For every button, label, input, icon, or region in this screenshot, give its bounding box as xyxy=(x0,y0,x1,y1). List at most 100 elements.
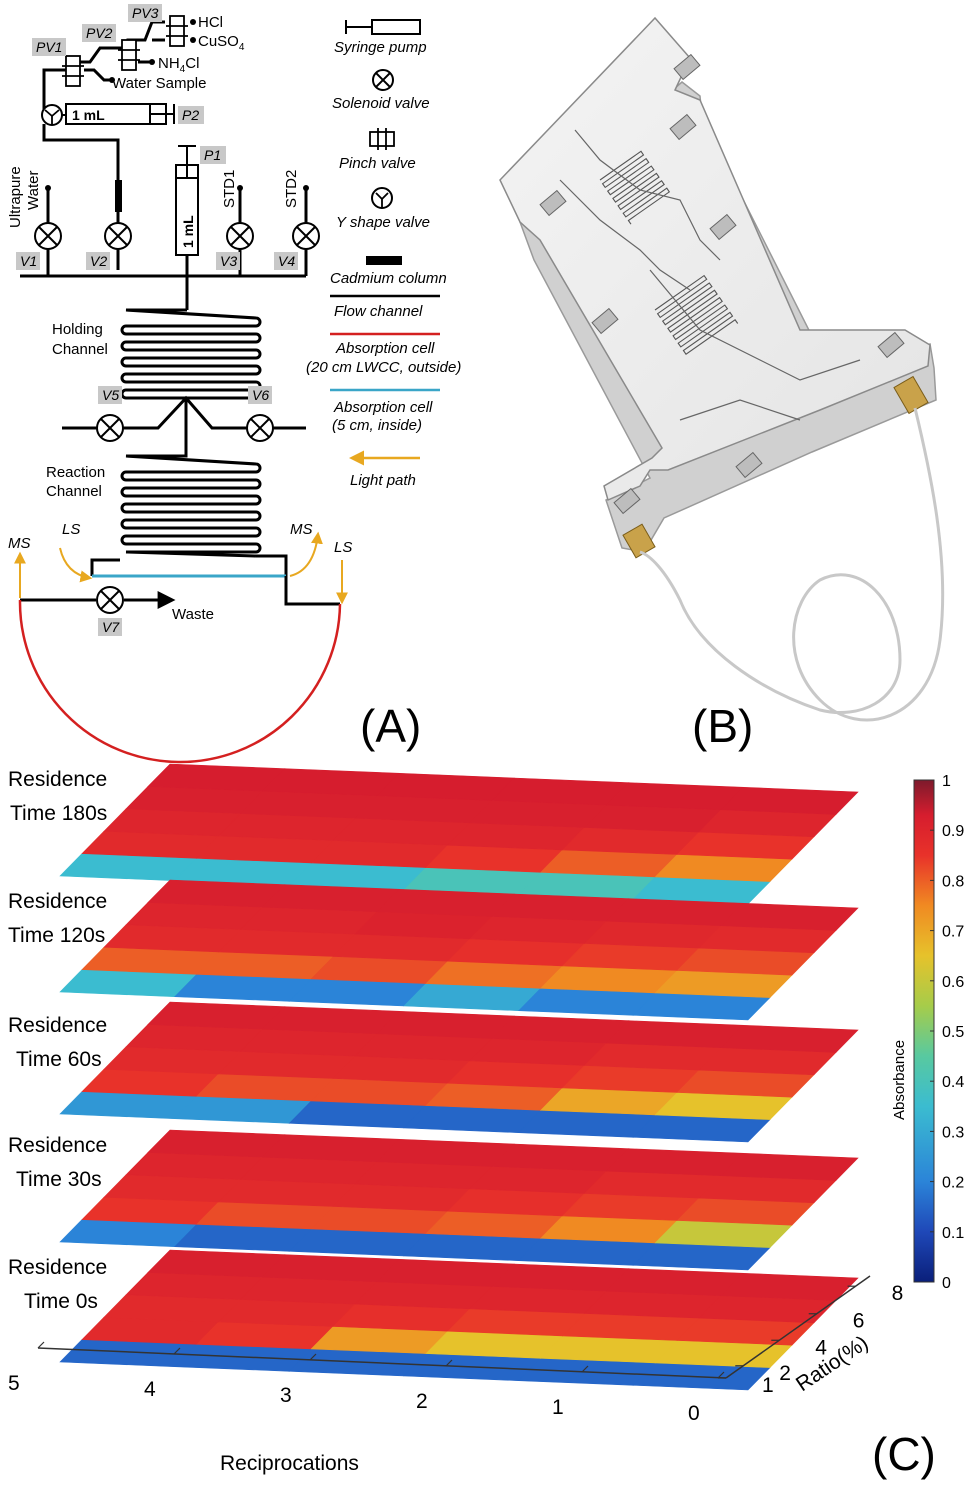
layer-label-line1: Residence xyxy=(8,1256,107,1279)
colorbar-tick-label: 0.6 xyxy=(942,974,964,991)
label-hcl: HCl xyxy=(198,14,223,31)
pinch-valve-pv2 xyxy=(118,39,140,71)
label-nh4cl: NH4Cl xyxy=(158,55,199,75)
heatmap-cell xyxy=(491,1263,630,1292)
label-ms-right: MS xyxy=(290,521,313,538)
x-tick-mark xyxy=(37,1341,45,1349)
heatmap-cell xyxy=(376,1010,515,1039)
tag-v1: V1 xyxy=(20,253,37,269)
holding-channel-serpentine xyxy=(120,308,262,400)
label-holding: Holding xyxy=(52,321,103,338)
colorbar-tick-label: 0.8 xyxy=(942,873,964,890)
label-reaction: Reaction xyxy=(46,464,105,481)
layer-label-line2: Time 60s xyxy=(16,1048,102,1071)
tag-v5: V5 xyxy=(102,387,119,403)
tag-v2: V2 xyxy=(90,253,107,269)
layer-label-line2: Time 30s xyxy=(16,1168,102,1191)
heatmap-layer xyxy=(59,1129,859,1271)
label-water-sample: Water Sample xyxy=(112,75,206,92)
heatmap-cell xyxy=(376,1138,515,1167)
tag-v3: V3 xyxy=(220,253,237,269)
pinch-valve-pv3 xyxy=(166,15,188,47)
label-waste: Waste xyxy=(172,606,214,623)
syringe-p1-volume: 1 mL xyxy=(180,215,196,248)
heatmap-cell xyxy=(147,1001,286,1030)
syringe-p2-volume: 1 mL xyxy=(72,107,105,123)
colorbar-tick-label: 0.7 xyxy=(942,924,964,941)
heatmap-cell xyxy=(262,768,400,797)
colorbar-tick-label: 0.3 xyxy=(942,1124,964,1141)
absorption-cell-lwcc xyxy=(18,599,342,764)
capillary-tubing xyxy=(639,407,945,722)
legend-syringe-pump: Syringe pump xyxy=(334,39,427,56)
tag-pv1: PV1 xyxy=(36,39,62,55)
legend-absorption-cell-inside: Absorption cell xyxy=(333,399,433,416)
heatmap-cell xyxy=(720,1272,859,1301)
solenoid-valve-v7 xyxy=(96,586,124,614)
heatmap-layers xyxy=(59,763,859,1391)
colorbar-ticks: 00.10.20.30.40.50.60.70.80.91 xyxy=(930,773,964,1292)
colorbar-tick-label: 0.1 xyxy=(942,1225,964,1242)
heatmap-cell xyxy=(376,1258,515,1287)
heatmap-cell xyxy=(606,898,744,927)
y-tick-label: 4 xyxy=(815,1336,827,1359)
legend-solenoid-valve: Solenoid valve xyxy=(332,95,430,112)
cadmium-column-icon xyxy=(366,256,402,265)
x-tick-label: 5 xyxy=(8,1372,20,1395)
colorbar-label: Absorbance xyxy=(891,1040,908,1120)
x-tick-label: 4 xyxy=(144,1378,156,1401)
pinch-valve-pv1 xyxy=(62,55,84,87)
y-tick-label: 8 xyxy=(892,1282,904,1305)
x-tick-label: 3 xyxy=(280,1384,292,1407)
heatmap-cell xyxy=(147,879,286,908)
y-valve-icon xyxy=(371,187,393,209)
panel-a-label: (A) xyxy=(360,700,421,752)
label-cuso4: CuSO4 xyxy=(198,33,245,53)
legend-absorption-cell-outside: Absorption cell xyxy=(335,340,435,357)
colorbar-tick-label: 0.9 xyxy=(942,823,964,840)
heatmap-cell xyxy=(606,1148,744,1177)
tag-v4: V4 xyxy=(278,253,295,269)
legend-lwcc-detail: (20 cm LWCC, outside) xyxy=(306,359,461,376)
heatmap-cell xyxy=(376,772,515,801)
label-reaction-channel: Channel xyxy=(46,483,102,500)
legend-inside-detail: (5 cm, inside) xyxy=(332,417,422,434)
legend-flow-channel: Flow channel xyxy=(334,303,423,320)
colorbar-tick-label: 0 xyxy=(942,1275,951,1292)
chip-serpentine-lower xyxy=(654,274,739,355)
label-ultrapure: Ultrapure xyxy=(7,166,24,228)
x-tick-mark xyxy=(581,1365,589,1373)
heatmap-cell xyxy=(720,1152,859,1181)
tag-pv3: PV3 xyxy=(132,5,159,21)
heatmap-cell xyxy=(491,777,630,806)
heatmap-cell xyxy=(147,763,286,792)
tag-v7: V7 xyxy=(102,619,120,635)
heatmap-cell xyxy=(606,782,744,811)
label-std1: STD1 xyxy=(221,170,238,208)
legend: Syringe pump Solenoid valve Pinch valve … xyxy=(306,19,461,489)
solenoid-valve-v5 xyxy=(96,414,124,442)
y-axis-line xyxy=(725,1275,871,1379)
solenoid-valve-icon xyxy=(372,69,394,91)
x-tick-mark xyxy=(445,1359,453,1367)
heatmap-cell xyxy=(720,1024,859,1053)
y-tick-label: 2 xyxy=(779,1362,791,1385)
heatmap-cell xyxy=(491,1143,630,1172)
x-tick-label: 1 xyxy=(552,1396,564,1419)
heatmap-cell xyxy=(262,884,400,913)
heatmap-cell xyxy=(262,1254,400,1283)
label-std2: STD2 xyxy=(283,170,300,208)
x-axis-line xyxy=(37,1347,727,1379)
reagent-manifold: HCl CuSO4 NH4Cl Water Sample PV3 PV2 PV1 xyxy=(32,4,245,110)
heatmap-cell xyxy=(720,902,859,931)
solenoid-valve-v4 xyxy=(292,222,320,250)
legend-light-path: Light path xyxy=(350,472,416,489)
solenoid-valve-v3 xyxy=(226,222,254,250)
reaction-channel-serpentine xyxy=(120,440,262,558)
heatmap-cell xyxy=(262,1134,400,1163)
panel-c-label: (C) xyxy=(872,1428,936,1480)
y-tick-label: 6 xyxy=(853,1310,865,1333)
